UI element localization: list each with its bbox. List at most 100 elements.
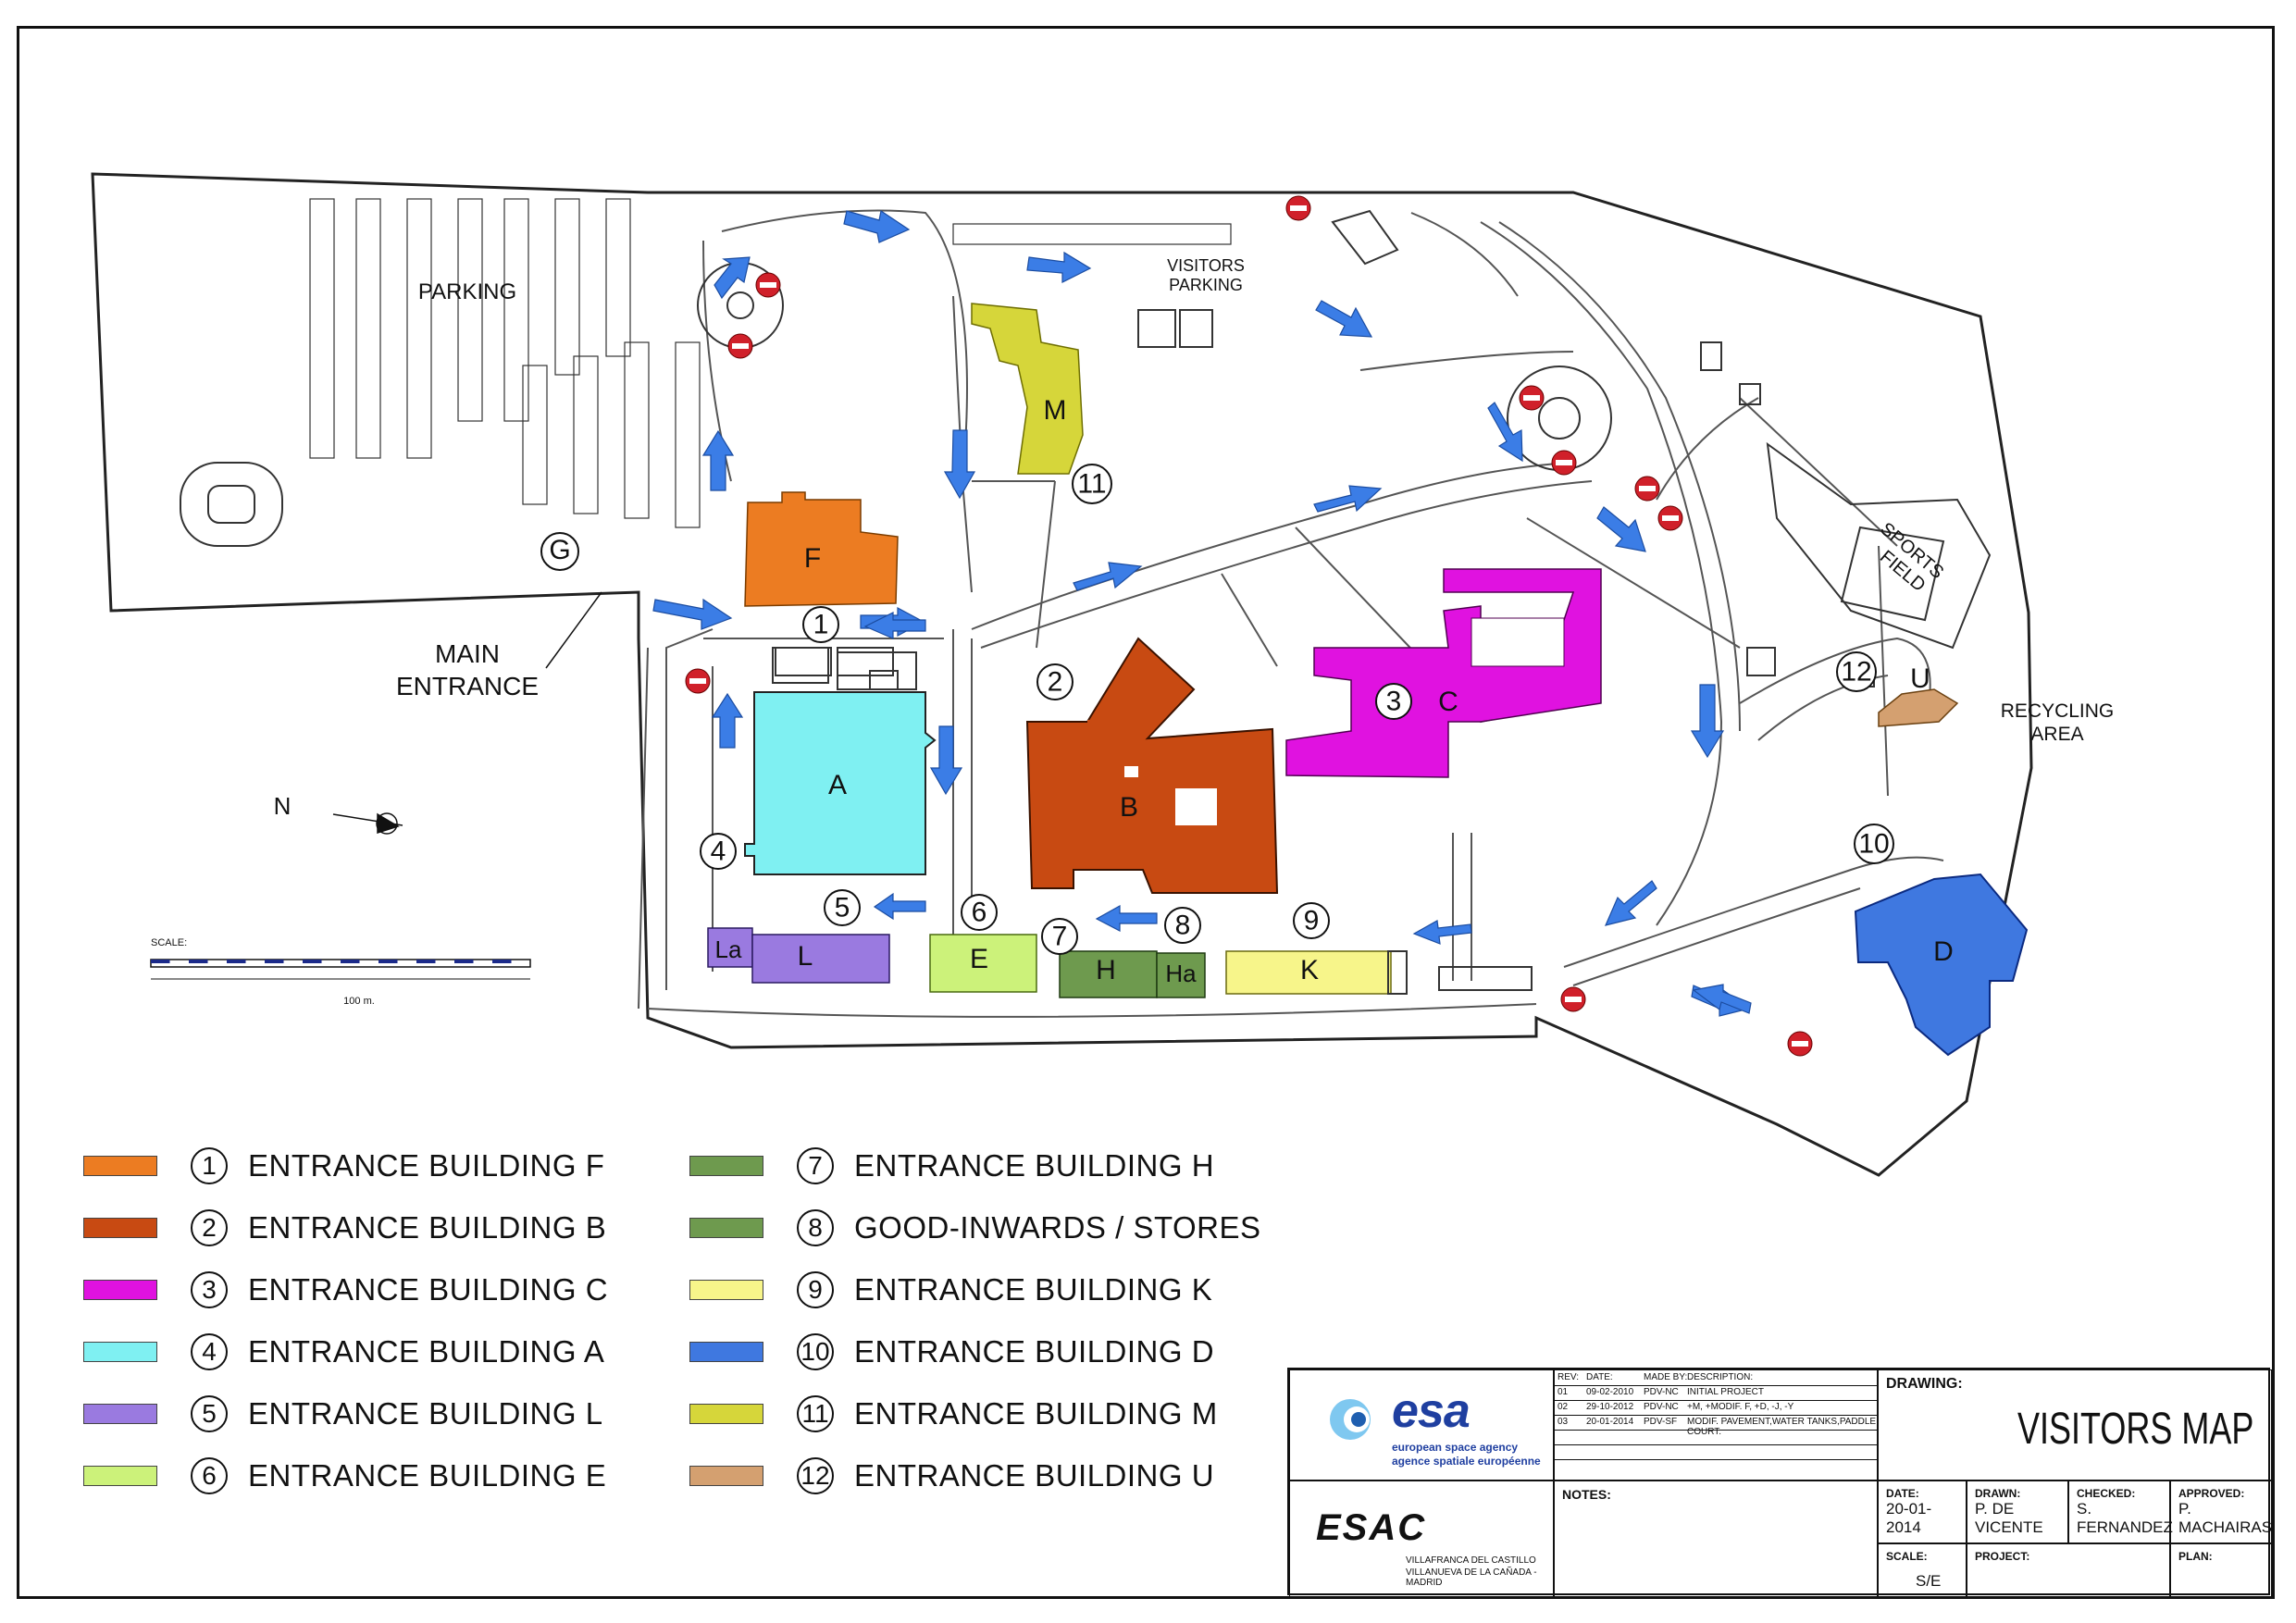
rev-number: 02 [1558,1402,1569,1412]
project-label: PROJECT: [1975,1550,2030,1563]
drawn-value: P. DE VICENTE [1975,1500,2043,1536]
scale-segment [341,960,360,963]
scale-bar [150,959,531,968]
project-cell: PROJECT: [1967,1543,2170,1597]
rev-description: INITIAL PROJECT [1687,1387,1764,1397]
scale-segment [227,960,246,963]
entrance-marker-2: 2 [1036,663,1074,700]
no-entry-icon [1787,1031,1813,1057]
svg-text:F: F [804,543,821,574]
direction-arrows [652,210,1752,1017]
entrance-marker-1: 1 [802,606,839,643]
building-M: M [971,303,1084,475]
date-value: 20-01-2014 [1886,1500,1932,1536]
legend-number: 12 [797,1457,834,1494]
entrance-marker-label: 7 [1052,922,1068,952]
legend-swatch [689,1404,763,1424]
entrance-marker-label: 1 [813,610,829,640]
rev-made-by: PDV-NC [1644,1402,1679,1412]
legend-number: 4 [191,1333,228,1370]
svg-text:H: H [1096,955,1116,985]
entrance-marker-6: 6 [961,894,998,931]
entrance-marker-label: 3 [1386,687,1402,717]
svg-text:C: C [1438,687,1458,717]
rev-made-by: PDV-NC [1644,1387,1679,1397]
made-by-header: MADE BY: [1644,1372,1688,1382]
legend-swatch [83,1218,157,1238]
north-label: N [274,792,292,820]
legend-swatch [83,1466,157,1486]
svg-text:E: E [970,944,988,974]
legend-swatch [689,1466,763,1486]
no-entry-signs [685,195,1813,1057]
visitors-parking-label-2: PARKING [1169,276,1243,294]
approved-value: P. MACHAIRAS [2178,1500,2273,1536]
svg-text:G: G [549,535,570,565]
entrance-marker-label: 2 [1048,667,1063,698]
building-Ha: Ha [1156,952,1206,998]
esa-name-fr: agence spatiale européenne [1392,1455,1541,1468]
entrance-marker-8: 8 [1164,907,1201,944]
legend-swatch [689,1218,763,1238]
no-entry-icon [727,333,753,359]
esa-name-en: european space agency [1392,1441,1519,1454]
entrance-marker-12: 12 [1836,651,1877,692]
parking-stalls [309,198,1232,528]
rev-header: REV: [1558,1372,1579,1382]
svg-text:L: L [798,941,813,972]
entrance-marker-label: 9 [1304,906,1320,936]
esa-wordmark: esa [1392,1384,1471,1438]
notes-cell: NOTES: [1554,1481,1878,1597]
scale-caption: SCALE: [151,937,187,948]
legend-item: 11 ENTRANCE BUILDING M [689,1391,1218,1437]
checked-value: S. FERNANDEZ [2077,1500,2173,1536]
approved-label: APPROVED: [2178,1487,2245,1500]
revision-header-row: REV: DATE: MADE BY: DESCRIPTION: [1555,1370,1877,1386]
notes-label: NOTES: [1562,1487,1611,1502]
service-buildings [772,647,1533,995]
building-C: C [1285,568,1602,778]
legend-swatch [689,1280,763,1300]
no-entry-icon [1551,450,1577,476]
scale-segment [265,960,284,963]
legend-number: 8 [797,1209,834,1246]
no-entry-icon [1560,986,1586,1012]
legend-number: 5 [191,1395,228,1432]
building-La: La [707,927,753,968]
building-E: E [929,934,1037,993]
scale-value: 100 m. [343,996,375,1007]
entrance-marker-4: 4 [700,833,737,870]
entrance-marker-11: 11 [1072,464,1112,504]
building-U [1878,688,1959,727]
building-U-label: U [1910,663,1930,694]
building-B: B [1025,637,1279,894]
legend-swatch [83,1156,157,1176]
legend-number: 11 [797,1395,834,1432]
rev-date: 09-02-2010 [1586,1387,1634,1397]
entrance-marker-label: 4 [711,836,726,867]
scale-segment [303,960,322,963]
drawing-title: VISITORS MAP [2017,1405,2254,1454]
title-block: esa european space agency agence spatial… [1287,1368,2272,1597]
no-entry-icon [1657,505,1683,531]
entrance-marker-3: 3 [1375,683,1412,720]
drawn-cell: DRAWN: P. DE VICENTE [1967,1481,2068,1543]
legend-label: ENTRANCE BUILDING M [854,1396,1218,1431]
rev-date: 20-01-2014 [1586,1417,1634,1427]
approved-cell: APPROVED: P. MACHAIRAS [2170,1481,2272,1543]
entrance-marker-label: 11 [1077,469,1106,500]
rev-description: +M, +MODIF. F, +D, -J, -Y [1687,1402,1794,1412]
drawing-label: DRAWING: [1886,1376,1963,1392]
scale-segment [492,960,512,963]
legend-number: 2 [191,1209,228,1246]
scale-segment [454,960,474,963]
